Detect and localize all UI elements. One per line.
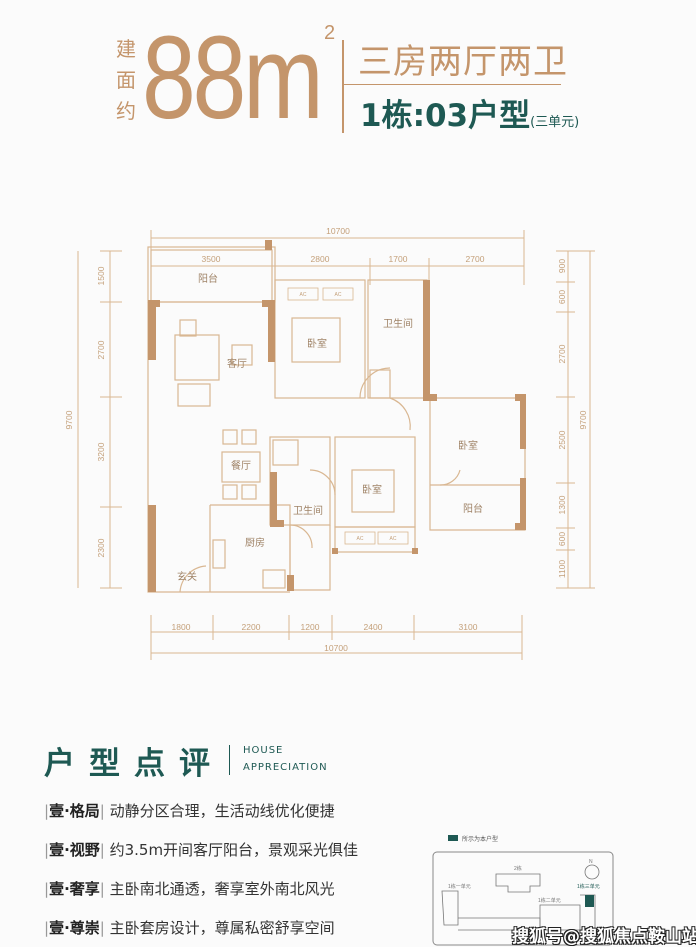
north-label: N: [589, 859, 593, 865]
room-kitchen: 厨房: [245, 536, 265, 549]
item-label: 壹·尊崇: [49, 919, 100, 937]
room-labels: 阳台 客厅 卧室 卫生间 餐厅 卫生间 卧室 卧室 阳台 厨房 玄关: [177, 272, 483, 583]
building-outlines: [441, 864, 600, 931]
site-labels: N 2栋 1栋一单元 1栋二单元 1栋三单元: [448, 859, 600, 904]
section-en-line2: APPRECIATION: [243, 762, 328, 773]
dim-bottom-seg: 3100: [459, 622, 478, 632]
dim-top-seg: 1700: [389, 254, 408, 264]
item-label: 壹·视野: [49, 841, 100, 859]
room-bath-2: 卫生间: [293, 504, 323, 517]
structural-walls: [148, 240, 526, 592]
room-living: 客厅: [227, 357, 247, 370]
dim-right-seg: 1100: [557, 560, 567, 579]
list-item: |壹·尊崇| 主卧套房设计，尊属私密舒享空间: [44, 919, 335, 937]
dim-right-seg: 600: [557, 532, 567, 546]
ac-label: AC: [357, 536, 364, 542]
dim-right-seg: 900: [557, 259, 567, 273]
item-text: 主卧南北通透，奢享室外南北风光: [109, 880, 335, 898]
room-bedroom-3: 卧室: [362, 483, 382, 496]
dim-left-seg: 3200: [96, 442, 106, 461]
dim-left-total: 9700: [64, 410, 74, 429]
dim-bottom-seg: 2200: [242, 622, 261, 632]
layout-type: 三房两厅两卫: [358, 42, 568, 82]
dim-left-seg: 2700: [96, 340, 106, 359]
dim-left-seg: 1500: [96, 266, 106, 285]
room-balcony-north: 阳台: [198, 272, 218, 285]
compass-icon: [584, 864, 600, 880]
unit-1-label: 1栋一单元: [448, 883, 471, 890]
room-master-bedroom: 卧室: [458, 439, 478, 452]
unit-id: 1栋:03户型(三单元): [360, 90, 579, 135]
dim-right-seg: 2700: [557, 344, 567, 363]
floor-plan: 10700 3500 2800 1700 2700 1800 2200 1200…: [64, 226, 595, 660]
dim-top-seg: 2700: [466, 254, 485, 264]
unit-3-label: 1栋三单元: [577, 883, 600, 890]
dimension-labels: 10700 3500 2800 1700 2700 1800 2200 1200…: [64, 226, 588, 653]
dim-bottom-seg: 1200: [301, 622, 320, 632]
dim-left-seg: 2300: [96, 538, 106, 557]
ac-labels: AC AC AC AC: [300, 292, 397, 542]
ac-label: AC: [300, 292, 307, 298]
ac-label: AC: [390, 536, 397, 542]
dim-bottom-seg: 1800: [172, 622, 191, 632]
site-map: 所示为本户型 N 2栋 1栋一单元 1栋二单元 1栋三单元: [432, 835, 614, 946]
building-2-label: 2栋: [514, 865, 522, 872]
dim-top-total: 10700: [326, 226, 350, 236]
section-title: 户型点评: [44, 746, 224, 782]
dim-right-seg: 2500: [557, 430, 567, 449]
site-boundary: [432, 851, 614, 946]
dim-right-seg: 1300: [557, 495, 567, 514]
section-en-line1: HOUSE: [243, 745, 284, 756]
unit-sub: (三单元): [530, 115, 580, 130]
dim-bottom-total: 10700: [324, 643, 348, 653]
ac-units: [287, 287, 409, 545]
unit-2-label: 1栋二单元: [538, 897, 561, 904]
room-bedroom-1: 卧室: [307, 337, 327, 350]
unit-highlight: [585, 895, 594, 907]
area-prefix: 建面约: [116, 37, 136, 123]
dim-right-seg: 600: [557, 290, 567, 304]
dimension-lines: [77, 230, 595, 660]
item-text: 主卧套房设计，尊属私密舒享空间: [109, 919, 335, 937]
legend-swatch: [448, 835, 458, 841]
header-divider-horizontal: [343, 84, 561, 85]
dim-right-total: 9700: [578, 410, 588, 429]
area-unit-superscript: 2: [324, 22, 336, 44]
section-title-en: HOUSE APPRECIATION: [243, 742, 328, 776]
unit-id-text: 1栋:03户型: [360, 98, 531, 134]
room-bath-1: 卫生间: [383, 317, 413, 330]
item-label: 壹·奢享: [49, 880, 100, 898]
header-divider-vertical: [342, 40, 344, 133]
watermark: 搜狐号@搜狐焦点鞍山站: [512, 927, 696, 947]
legend-text: 所示为本户型: [462, 835, 498, 843]
item-label: 壹·格局: [49, 802, 100, 820]
item-text: 约3.5m开间客厅阳台，景观采光俱佳: [109, 841, 359, 859]
item-text: 动静分区合理，生活动线优化便捷: [109, 802, 335, 820]
room-entry: 玄关: [177, 570, 197, 583]
ac-label: AC: [335, 292, 342, 298]
list-item: |壹·奢享| 主卧南北通透，奢享室外南北风光: [44, 880, 335, 898]
dim-top-seg: 2800: [311, 254, 330, 264]
interior-lines: [147, 246, 526, 593]
area-value: 88m: [142, 12, 324, 144]
list-item: |壹·格局| 动静分区合理，生活动线优化便捷: [44, 802, 335, 820]
room-dining: 餐厅: [231, 459, 251, 472]
dim-top-seg: 3500: [202, 254, 221, 264]
section-divider: [229, 745, 230, 775]
list-item: |壹·视野| 约3.5m开间客厅阳台，景观采光俱佳: [44, 841, 359, 859]
room-balcony-south: 阳台: [463, 502, 483, 515]
dim-bottom-seg: 2400: [364, 622, 383, 632]
